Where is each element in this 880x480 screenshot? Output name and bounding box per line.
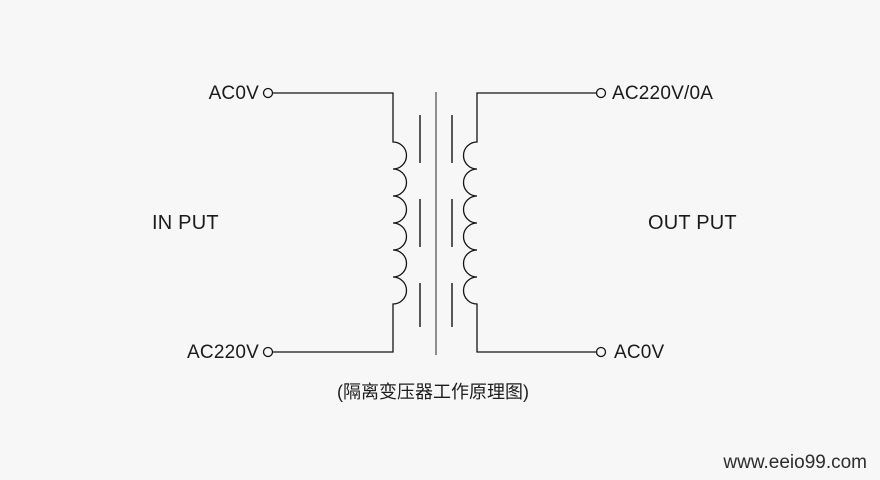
primary-winding <box>272 92 408 353</box>
website-watermark: www.eeio99.com <box>723 452 867 473</box>
terminal-output-bottom <box>595 346 607 358</box>
label-output-side: OUT PUT <box>648 212 737 234</box>
secondary-winding <box>462 92 596 353</box>
diagram-caption: (隔离变压器工作原理图) <box>337 382 529 402</box>
label-output-top-terminal: AC220V/0A <box>612 83 714 104</box>
label-input-side: IN PUT <box>152 212 219 234</box>
label-output-bottom-terminal: AC0V <box>614 342 665 363</box>
label-input-bottom-terminal: AC220V <box>187 342 259 363</box>
terminal-input-top <box>262 87 274 99</box>
label-input-top-terminal: AC0V <box>208 83 259 104</box>
terminal-output-top <box>595 87 607 99</box>
terminal-input-bottom <box>262 346 274 358</box>
